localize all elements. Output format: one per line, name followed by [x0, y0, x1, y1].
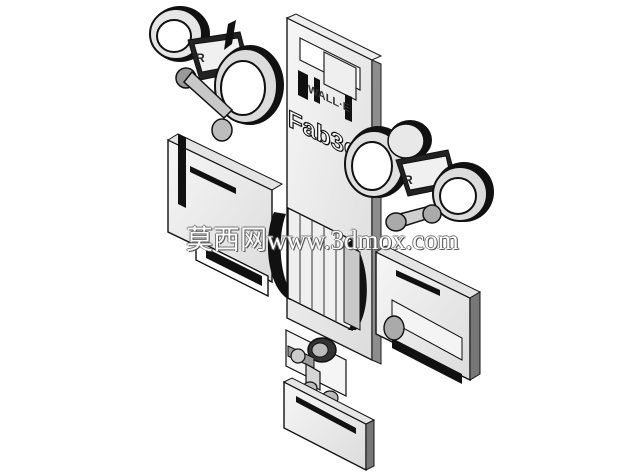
- top-right-gear-assembly: R: [344, 120, 494, 232]
- svg-text:R: R: [196, 51, 205, 65]
- bottom-plate: [282, 377, 376, 472]
- center-tread: [267, 206, 367, 332]
- svg-text:R: R: [404, 173, 413, 187]
- bottom-mechanism: [285, 329, 347, 406]
- right-panel: [374, 245, 482, 384]
- top-left-gear-assembly: R: [149, 6, 284, 142]
- left-panel: [166, 133, 284, 298]
